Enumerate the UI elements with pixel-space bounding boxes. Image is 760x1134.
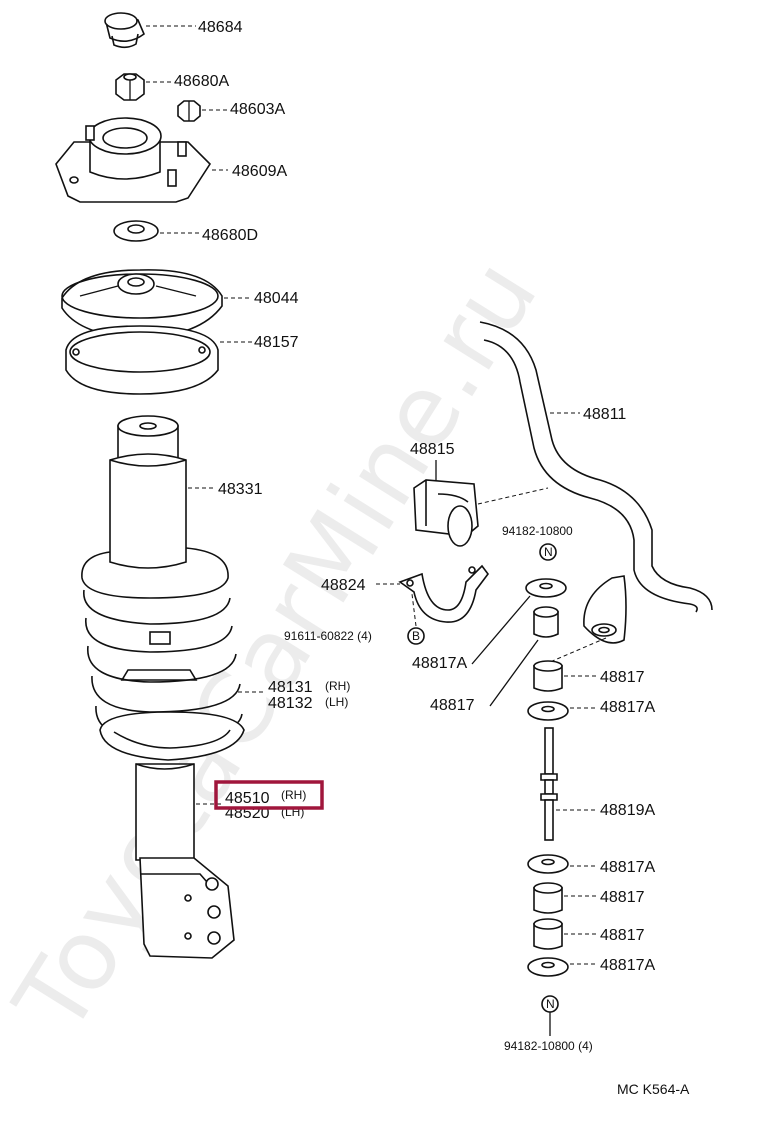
part-48817-bushing-r3[interactable] [533,918,563,950]
part-48817-bushing-r2[interactable] [533,882,563,914]
label-48044: 48044 [254,290,299,307]
label-48817-r3: 48817 [600,927,645,944]
label-48609A: 48609A [232,163,287,180]
part-48331-bumper[interactable] [109,415,187,569]
label-48132-lh: (LH) [325,695,348,709]
svg-text:B: B [412,629,420,643]
label-48817A-r3: 48817A [600,957,655,974]
label-48680A: 48680A [174,73,229,90]
label-94182-bottom: 94182-10800 (4) [504,1039,593,1053]
label-48819A: 48819A [600,802,655,819]
part-48680A-nut[interactable] [115,73,145,101]
svg-text:N: N [546,997,555,1011]
svg-text:N: N [544,545,553,559]
label-48131: 48131 [268,679,313,696]
label-94182-top: 94182-10800 [502,524,573,538]
highlight-box [214,780,324,810]
label-48331: 48331 [218,481,263,498]
label-48510-rh: (RH) [281,788,306,802]
mark-n-bottom: N [541,995,559,1013]
label-48510: 48510 [225,790,270,807]
part-48817-bushing-r1[interactable] [533,660,563,692]
label-48824: 48824 [321,577,366,594]
part-48044-upper-seat[interactable] [61,269,223,339]
label-48684: 48684 [198,19,243,36]
label-48815: 48815 [410,441,455,458]
label-48680D: 48680D [202,227,258,244]
label-48811: 48811 [583,406,626,423]
part-48817-upper-bushing-left[interactable] [533,606,559,638]
label-91611: 91611-60822 (4) [284,629,372,643]
part-48817A-washer-r2[interactable] [527,854,569,874]
part-48817A-upper-washer-left[interactable] [525,578,567,598]
label-48132: 48132 [268,695,313,712]
label-48817-r1: 48817 [600,669,645,686]
part-48157-insulator[interactable] [65,325,219,395]
label-48817A-left: 48817A [412,655,467,672]
label-48817A-r2: 48817A [600,859,655,876]
part-48817A-washer-r3[interactable] [527,957,569,977]
part-48684-cap[interactable] [104,12,145,49]
label-48131-rh: (RH) [325,679,350,693]
label-48603A: 48603A [230,101,285,118]
part-48824-bracket[interactable] [398,564,489,623]
part-48817A-washer-r1[interactable] [527,701,569,721]
part-48603A-nut[interactable] [177,100,201,122]
label-48817-r2: 48817 [600,889,645,906]
part-48510-shock-absorber[interactable] [135,763,235,959]
part-48609A-support[interactable] [55,117,212,203]
diagram-code: MC K564-A [617,1081,690,1097]
mark-b: B [407,627,425,645]
label-48157: 48157 [254,334,299,351]
part-48819A-link[interactable] [540,727,558,841]
part-48815-bushing[interactable] [413,479,479,547]
mark-n-top: N [539,543,557,561]
label-48817A-r1: 48817A [600,699,655,716]
label-48817-left: 48817 [430,697,475,714]
part-48131-coil-spring[interactable] [81,547,245,761]
part-48811-stabilizer-bar[interactable] [479,321,713,644]
part-48680D-washer[interactable] [113,220,159,242]
